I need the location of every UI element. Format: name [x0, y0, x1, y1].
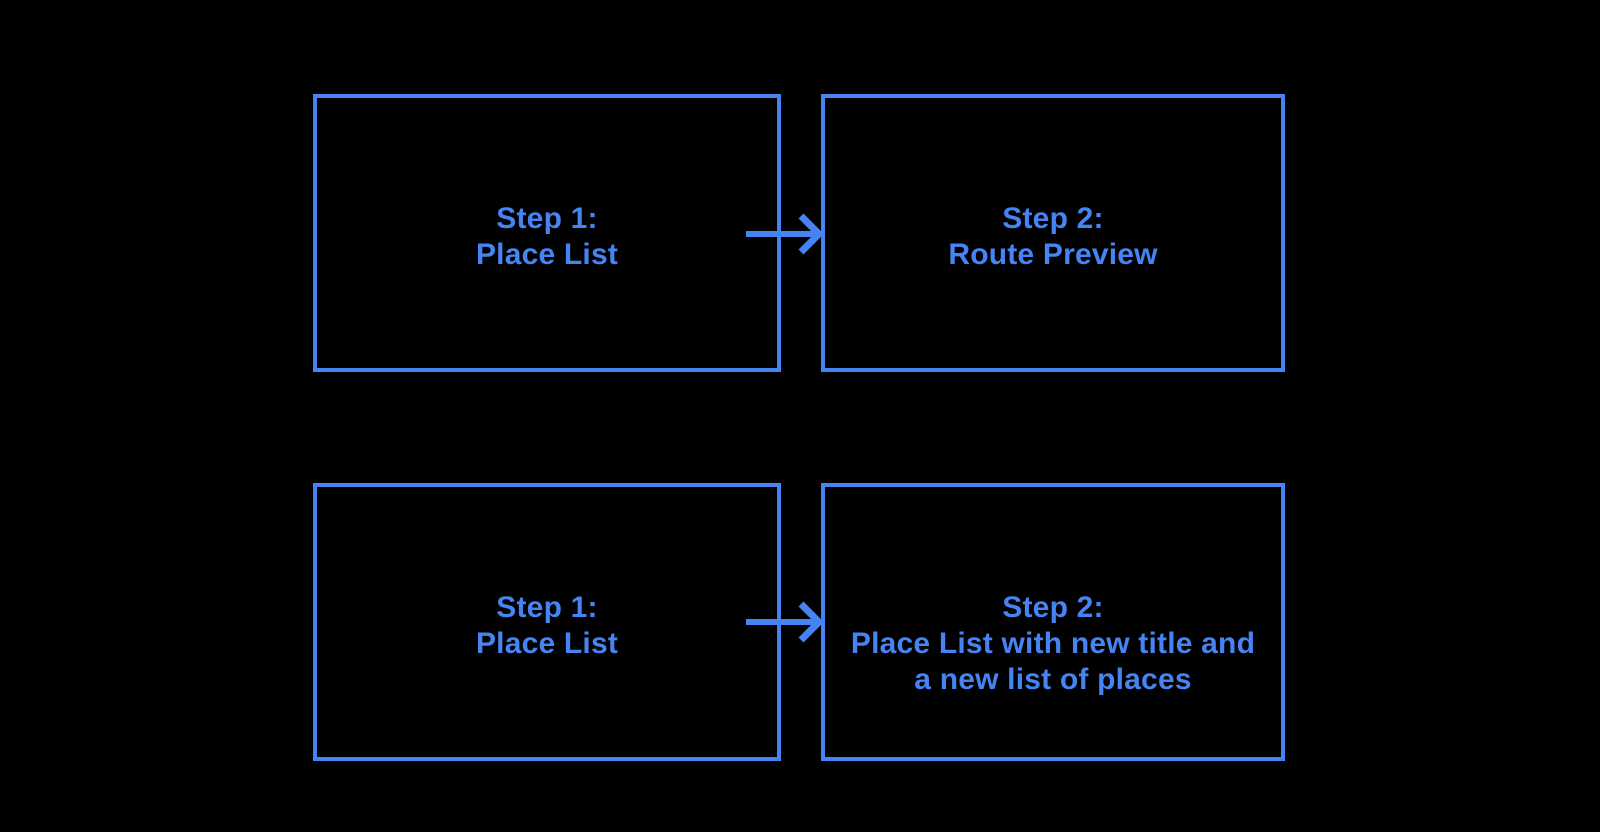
- arrow-right-icon: [746, 601, 824, 643]
- flow-box-label: Step 2: Route Preview: [825, 98, 1281, 273]
- box-label-line: a new list of places: [914, 663, 1192, 696]
- box-label-line: Step 2:: [1002, 202, 1104, 235]
- box-label-line: Step 1:: [496, 202, 598, 235]
- flow-box-row1-step1: Step 1: Place List: [313, 94, 781, 372]
- flow-box-row1-step2: Step 2: Route Preview: [821, 94, 1285, 372]
- flow-box-label: Step 2: Place List with new title and a …: [825, 487, 1281, 698]
- flow-box-label: Step 1: Place List: [317, 487, 777, 662]
- box-label-line: Route Preview: [948, 238, 1158, 271]
- flow-box-label: Step 1: Place List: [317, 98, 777, 273]
- box-label-line: Step 2:: [1002, 591, 1104, 624]
- flow-box-row2-step2: Step 2: Place List with new title and a …: [821, 483, 1285, 761]
- arrow-right-icon: [746, 213, 824, 255]
- box-label-line: Place List: [475, 238, 619, 271]
- flow-box-row2-step1: Step 1: Place List: [313, 483, 781, 761]
- box-label-line: Place List: [475, 627, 619, 660]
- box-label-line: Step 1:: [496, 591, 598, 624]
- box-label-line: Place List with new title and: [850, 627, 1256, 660]
